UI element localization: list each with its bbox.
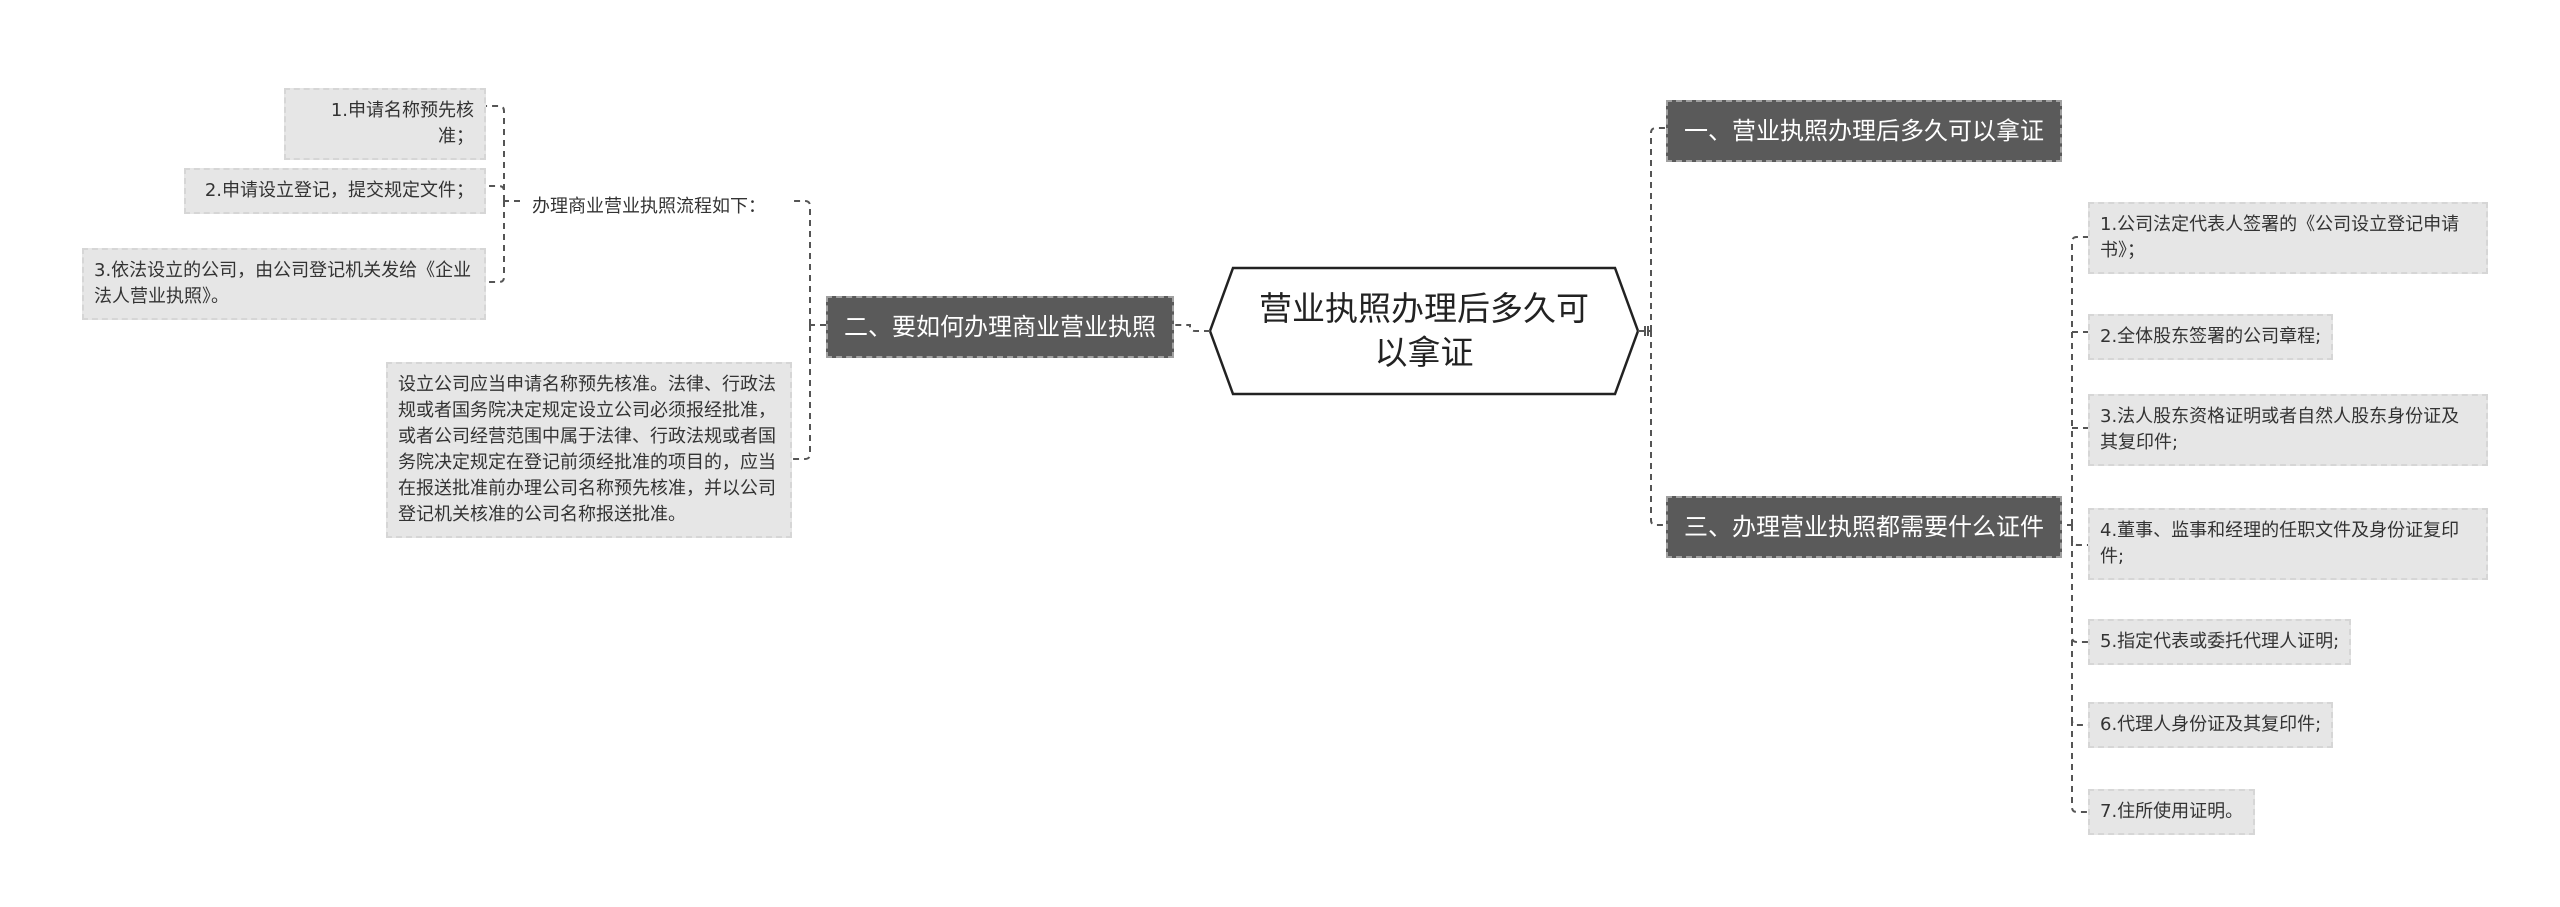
leaf-process-step-2-text: 2.申请设立登记，提交规定文件；: [204, 180, 474, 201]
leaf-document-2-text: 2.全体股东签署的公司章程;: [2100, 326, 2322, 347]
leaf-process-step-3[interactable]: 3.依法设立的公司，由公司登记机关发给《企业法人营业执照》。: [82, 248, 486, 320]
leaf-document-3-text: 3.法人股东资格证明或者自然人股东身份证及其复印件;: [2100, 406, 2460, 453]
leaf-document-1[interactable]: 1.公司法定代表人签署的《公司设立登记申请书》；: [2088, 202, 2488, 274]
branch-how-to-apply-label: 二、要如何办理商业营业执照: [844, 313, 1156, 341]
branch-documents[interactable]: 三、办理营业执照都需要什么证件: [1666, 496, 2062, 558]
leaf-name-approval-note-text: 设立公司应当申请名称预先核准。法律、行政法规或者国务院决定规定设立公司必须报经批…: [398, 374, 776, 525]
connector-left-branch: [792, 200, 826, 460]
connector-ticks-right: [1644, 326, 1649, 336]
leaf-document-5-text: 5.指定代表或委托代理人证明;: [2100, 631, 2340, 652]
leaf-process-step-1[interactable]: 1.申请名称预先核准；: [284, 88, 486, 160]
connector-left-sub: [486, 105, 520, 283]
leaf-document-1-text: 1.公司法定代表人签署的《公司设立登记申请书》；: [2100, 214, 2460, 261]
leaf-document-5[interactable]: 5.指定代表或委托代理人证明;: [2088, 619, 2352, 665]
sub-process-heading[interactable]: 办理商业营业执照流程如下：: [520, 184, 792, 230]
leaf-document-4[interactable]: 4.董事、监事和经理的任职文件及身份证复印件;: [2088, 508, 2488, 580]
central-node[interactable]: 营业执照办理后多久可以拿证: [1210, 268, 1638, 394]
leaf-name-approval-note[interactable]: 设立公司应当申请名称预先核准。法律、行政法规或者国务院决定规定设立公司必须报经批…: [386, 362, 792, 538]
leaf-document-7[interactable]: 7.住所使用证明。: [2088, 789, 2256, 835]
connector-central-left: [1172, 324, 1210, 332]
leaf-process-step-2[interactable]: 2.申请设立登记，提交规定文件；: [184, 168, 486, 214]
leaf-document-7-text: 7.住所使用证明。: [2100, 801, 2244, 822]
branch-how-to-apply[interactable]: 二、要如何办理商业营业执照: [826, 296, 1174, 358]
branch-how-long[interactable]: 一、营业执照办理后多久可以拿证: [1666, 100, 2062, 162]
leaf-document-4-text: 4.董事、监事和经理的任职文件及身份证复印件;: [2100, 520, 2460, 567]
central-node-title: 营业执照办理后多久可以拿证: [1259, 289, 1589, 372]
branch-documents-label: 三、办理营业执照都需要什么证件: [1684, 513, 2044, 541]
connector-central-right: [1638, 127, 1666, 526]
leaf-process-step-3-text: 3.依法设立的公司，由公司登记机关发给《企业法人营业执照》。: [94, 260, 472, 307]
leaf-document-3[interactable]: 3.法人股东资格证明或者自然人股东身份证及其复印件;: [2088, 394, 2488, 466]
leaf-process-step-1-text: 1.申请名称预先核准；: [330, 100, 474, 147]
leaf-document-6-text: 6.代理人身份证及其复印件;: [2100, 714, 2322, 735]
leaf-document-6[interactable]: 6.代理人身份证及其复印件;: [2088, 702, 2334, 748]
branch-how-long-label: 一、营业执照办理后多久可以拿证: [1684, 117, 2044, 145]
leaf-document-2[interactable]: 2.全体股东签署的公司章程;: [2088, 314, 2334, 360]
sub-process-heading-label: 办理商业营业执照流程如下：: [532, 196, 766, 217]
